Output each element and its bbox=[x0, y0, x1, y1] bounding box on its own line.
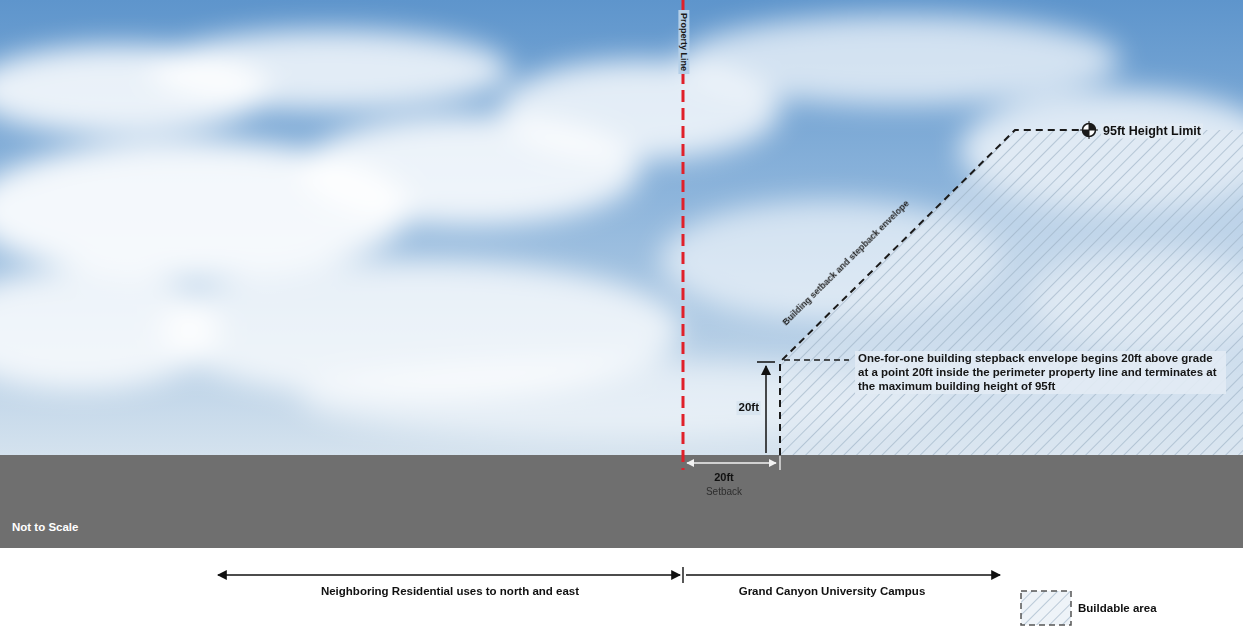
buildable-area bbox=[780, 130, 1243, 455]
envelope-line bbox=[780, 130, 1080, 455]
dimension-label: 20ft bbox=[714, 471, 734, 484]
dimension-label: Setback bbox=[706, 486, 742, 498]
height-limit-label: 95ft Height Limit bbox=[1101, 124, 1203, 139]
dimension-label: 20ft bbox=[737, 401, 761, 415]
envelope-label: Building setback and stepback envelope bbox=[780, 198, 911, 328]
extent-label: Grand Canyon University Campus bbox=[739, 585, 926, 599]
setback-dimension bbox=[687, 456, 780, 470]
scale-note: Not to Scale bbox=[12, 521, 78, 535]
legend-swatch bbox=[1020, 590, 1072, 626]
leader-line bbox=[784, 359, 849, 361]
legend-entry: Buildable area bbox=[1020, 590, 1157, 626]
ground-band bbox=[0, 455, 1243, 548]
extent-arrows bbox=[218, 567, 1000, 583]
line-label: Property Line bbox=[679, 10, 690, 74]
legend-label: Buildable area bbox=[1078, 602, 1157, 614]
extent-label: Neighboring Residential uses to north an… bbox=[321, 585, 579, 599]
height-target-symbol bbox=[1080, 121, 1098, 139]
note-text: One-for-one building stepback envelope b… bbox=[855, 351, 1226, 394]
